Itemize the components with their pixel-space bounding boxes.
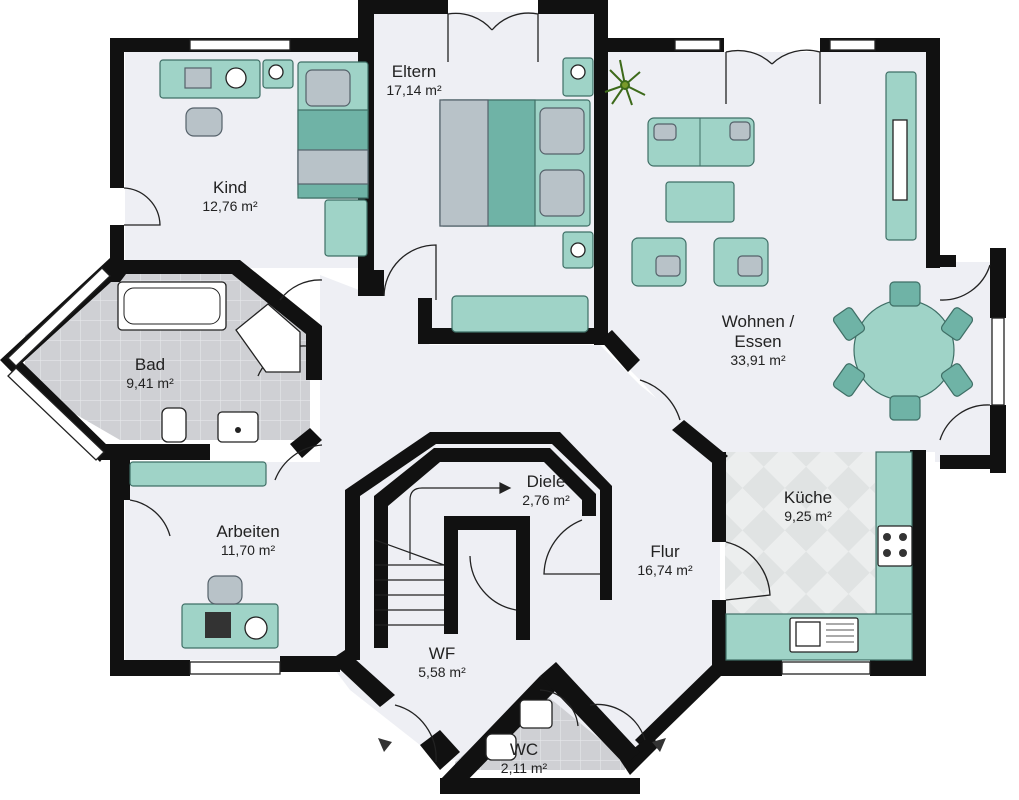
- room-label-diele: Diele 2,76 m²: [508, 472, 584, 509]
- room-name: Küche: [783, 488, 833, 507]
- windows: [7, 39, 1005, 675]
- plant-icon: [604, 59, 646, 106]
- room-label-kueche: Küche 9,25 m²: [764, 488, 852, 525]
- room-area: 16,74 m²: [637, 562, 693, 579]
- room-name: Bad: [134, 355, 166, 374]
- room-label-arbeiten: Arbeiten 11,70 m²: [194, 522, 302, 559]
- staircase: [374, 482, 512, 626]
- bad-furniture: [117, 281, 301, 443]
- entrance-arrow-icon: [378, 738, 666, 752]
- room-name: Arbeiten: [216, 522, 280, 541]
- wohnen-furniture: [631, 71, 974, 421]
- room-area: 12,76 m²: [202, 198, 258, 215]
- eltern-furniture: [439, 57, 646, 333]
- room-area: 9,41 m²: [126, 375, 174, 392]
- room-area: 2,76 m²: [522, 492, 570, 509]
- kueche-furniture: [725, 451, 913, 661]
- toilet-icon: [485, 733, 517, 761]
- sink-icon: [519, 699, 553, 729]
- room-area: 11,70 m²: [220, 542, 276, 559]
- room-label-kind: Kind 12,76 m²: [185, 178, 275, 215]
- room-area: 9,25 m²: [784, 508, 832, 525]
- room-area: 2,11 m²: [500, 760, 548, 777]
- room-area: 5,58 m²: [418, 664, 466, 681]
- chair-icon: [185, 107, 223, 137]
- table-icon: [665, 181, 735, 223]
- room-name-2: Essen: [734, 332, 782, 352]
- bathtub-icon: [117, 281, 227, 331]
- room-name: WF: [428, 644, 456, 663]
- stove-icon: [877, 525, 913, 567]
- room-area: 17,14 m²: [386, 82, 442, 99]
- kind-furniture: [159, 59, 369, 257]
- room-area: 33,91 m²: [730, 352, 786, 369]
- chair-icon: [207, 575, 243, 605]
- room-label-wohnen: Wohnen / Essen 33,91 m²: [700, 312, 816, 369]
- room-name: Diele: [526, 472, 566, 491]
- room-name: Eltern: [391, 62, 437, 81]
- arbeiten-furniture: [129, 461, 279, 649]
- room-label-wc: WC 2,11 m²: [488, 740, 560, 777]
- room-label-eltern: Eltern 17,14 m²: [368, 62, 460, 99]
- room-name: Kind: [212, 178, 248, 197]
- toilet-icon: [161, 407, 187, 443]
- room-label-bad: Bad 9,41 m²: [110, 355, 190, 392]
- room-name: Wohnen /: [721, 312, 795, 331]
- room-name: WC: [509, 740, 539, 759]
- room-name: Flur: [650, 542, 680, 561]
- table-icon: [853, 299, 955, 401]
- room-label-wf: WF 5,58 m²: [404, 644, 480, 681]
- room-label-flur: Flur 16,74 m²: [620, 542, 710, 579]
- wc-furniture: [485, 699, 553, 761]
